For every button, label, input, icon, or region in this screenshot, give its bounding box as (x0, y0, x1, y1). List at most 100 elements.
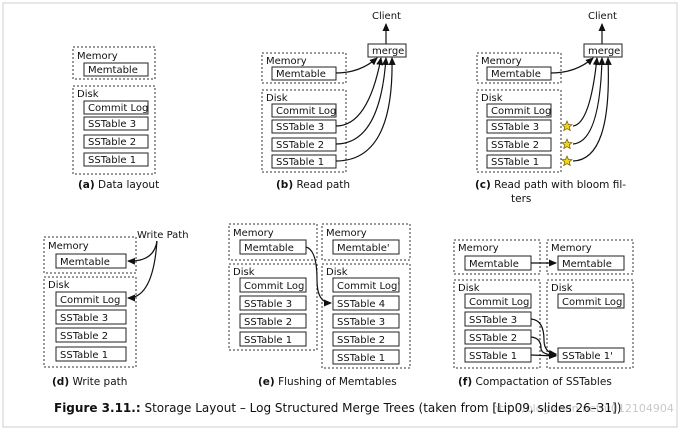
commit-log-label: Commit Log (276, 106, 336, 117)
commit-log-label: Commit Log (88, 103, 148, 114)
sstable2-label: SSTable 2 (337, 335, 385, 346)
disk-label: Disk (458, 283, 480, 294)
sstable3-box (332, 313, 400, 329)
sstable2-to-merge-arrow (335, 57, 390, 145)
disk-label: Disk (48, 280, 70, 291)
watermark: http://blog.csdn.net/u012104904 (492, 402, 674, 415)
sstable2-box (486, 137, 552, 152)
sstable2-label: SSTable 2 (469, 333, 517, 344)
sstable1-label: SSTable 1 (337, 353, 385, 364)
commit-log-box (486, 103, 552, 118)
memtable-label: Memtable (60, 257, 110, 268)
sstable1-box (332, 349, 400, 365)
caption-e: (e) Flushing of Memtables (258, 376, 397, 388)
memtable-new-box (332, 239, 400, 255)
panel-e-flushing: Memory Memtable Disk Commit Log SSTable … (228, 223, 411, 388)
client-label: Client (372, 11, 401, 22)
memory-label: Memory (551, 243, 592, 254)
memtable-to-merge-arrow (550, 57, 594, 74)
panel-f-compaction: Memory Memtable Disk Commit Log SSTable … (453, 239, 634, 388)
commit-log-box (55, 291, 127, 307)
memtable-label: Memtable (244, 243, 294, 254)
commit-log-new-label: Commit Log' (337, 281, 400, 292)
sstable1-to-merge-arrow (572, 57, 612, 162)
panel-a-data-layout: Memory Memtable Disk Commit Log SSTable … (72, 46, 159, 191)
sstable1-to-merge-arrow (335, 57, 396, 162)
merge-label: merge (372, 46, 404, 57)
memtable-to-merge-arrow (335, 57, 378, 74)
merge-box (583, 43, 623, 58)
sstable1-compact-arrow (530, 352, 557, 360)
sstable3-label: SSTable 3 (337, 317, 385, 328)
sstable3-label: SSTable 3 (88, 119, 136, 130)
sstable1-box (83, 152, 149, 167)
memtable-box (557, 255, 625, 271)
sstable2-label: SSTable 2 (244, 317, 292, 328)
memtable-label: Memtable (469, 259, 519, 270)
commit-log-label: Commit Log (60, 295, 120, 306)
memtable-label: Memtable (562, 259, 612, 270)
sstable3-box (239, 295, 307, 311)
sstable2-label: SSTable 2 (276, 140, 324, 151)
sstable1-merged-label: SSTable 1' (562, 351, 613, 362)
disk-label: Disk (481, 93, 503, 104)
sstable1-label: SSTable 1 (244, 335, 292, 346)
memtable-new-label: Memtable' (337, 243, 390, 254)
commit-log-box (271, 103, 337, 118)
caption-c: (c) Read path with bloom fil- (475, 179, 626, 191)
client-label: Client (588, 11, 617, 22)
sstable2-box (83, 134, 149, 149)
caption-d: (d) Write path (52, 376, 127, 388)
panel-c-read-path-bloom: Client merge Memory Memtable Disk Commit… (475, 11, 626, 205)
caption-a: (a) Data layout (78, 179, 159, 191)
sstable1-box (239, 331, 307, 347)
sstable2-to-merge-arrow (572, 57, 606, 145)
sstable4-label: SSTable 4 (337, 299, 385, 310)
sstable2-box (55, 327, 127, 343)
sstable3-box (83, 116, 149, 131)
commit-log-box (464, 293, 532, 309)
sstable2-box (239, 313, 307, 329)
merge-label: merge (588, 46, 620, 57)
sstable3-label: SSTable 3 (469, 315, 517, 326)
sstable3-box (486, 119, 552, 134)
memtable-box (83, 62, 149, 77)
commit-log-label: Commit Log (469, 297, 529, 308)
sstable3-label: SSTable 3 (244, 299, 292, 310)
bloom-filter-star-icon (561, 120, 573, 132)
panel-d-write-path: Write Path Memory Memtable Disk Commit L… (43, 230, 189, 388)
caption-c-line2: ters (511, 193, 531, 205)
sstable1-label: SSTable 1 (491, 157, 539, 168)
sstable2-label: SSTable 2 (88, 137, 136, 148)
disk-label: Disk (233, 267, 255, 278)
commit-log-box (83, 100, 149, 115)
sstable3-to-merge-arrow (335, 57, 384, 127)
memory-label: Memory (233, 228, 274, 239)
caption-b: (b) Read path (276, 179, 350, 191)
merge-box (367, 43, 407, 58)
sstable2-label: SSTable 2 (60, 331, 108, 342)
sstable1-label: SSTable 1 (60, 350, 108, 361)
sstable3-box (55, 309, 127, 325)
disk-label: Disk (266, 93, 288, 104)
memory-label: Memory (48, 241, 89, 252)
sstable1-box (486, 154, 552, 169)
write-to-commit-log-arrow (127, 240, 158, 302)
write-path-label: Write Path (137, 230, 189, 241)
memtable-label: Memtable (276, 69, 326, 80)
sstable3-to-merge-arrow (572, 57, 600, 127)
bloom-filter-star-icon (561, 155, 573, 167)
commit-log-label: Commit Log (491, 106, 551, 117)
disk-label: Disk (551, 283, 573, 294)
commit-log-box (239, 277, 307, 293)
sstable2-label: SSTable 2 (491, 140, 539, 151)
memory-label: Memory (481, 56, 522, 67)
memory-label: Memory (326, 228, 367, 239)
commit-log-label: Commit Log (244, 281, 304, 292)
memory-label: Memory (77, 51, 118, 62)
sstable3-label: SSTable 3 (60, 313, 108, 324)
commit-log-label: Commit Log (562, 297, 622, 308)
figure-caption: Figure 3.11.: Storage Layout – Log Struc… (54, 401, 621, 415)
commit-log-new-box (332, 277, 400, 293)
